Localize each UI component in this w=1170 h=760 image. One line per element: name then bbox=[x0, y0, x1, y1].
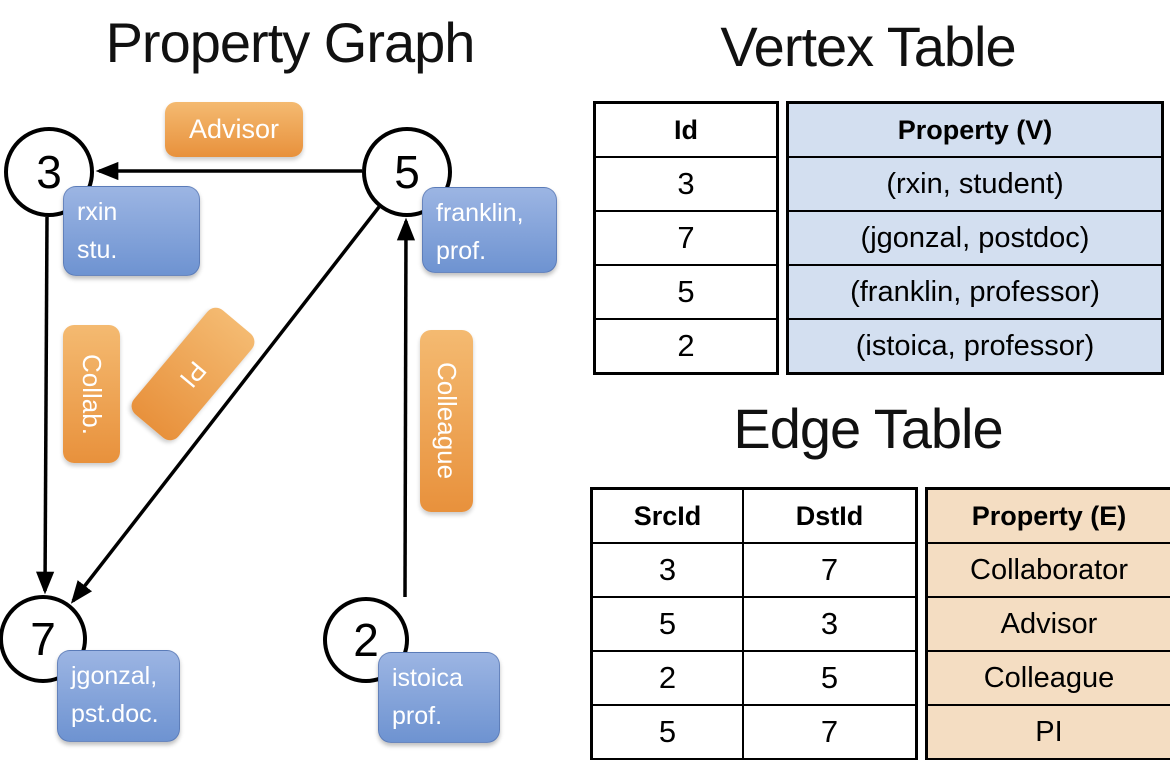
edge-table-title: Edge Table bbox=[733, 397, 1003, 460]
edge-table-id-columns: SrcId 3 5 2 5 DstId 7 3 5 7 bbox=[590, 487, 918, 760]
vertex-table-property-cell: (istoica, professor) bbox=[789, 318, 1161, 372]
vertex-circle-2: 2 bbox=[323, 597, 409, 683]
vertex-property-line: pst.doc. bbox=[71, 699, 159, 728]
edge-table-property-cell: Collaborator bbox=[928, 542, 1170, 596]
edge-table-dstid-header: DstId bbox=[795, 500, 864, 531]
vertex-table-id-cell: 2 bbox=[596, 318, 776, 372]
edge-table-dstid-cell: 7 bbox=[744, 704, 915, 758]
edge-table-srcid-column: SrcId 3 5 2 5 bbox=[593, 490, 742, 758]
edge-table-srcid-cell: 5 bbox=[593, 704, 742, 758]
edge-table-srcid-cell: 3 bbox=[593, 542, 742, 596]
vertex-property-line: istoica bbox=[392, 664, 463, 692]
vertex-table-property-cell: (franklin, professor) bbox=[789, 264, 1161, 318]
vertex-id: 7 bbox=[30, 613, 56, 665]
vertex-property-box-7: jgonzal, pst.doc. bbox=[57, 650, 180, 742]
vertex-property-box-5: franklin, prof. bbox=[422, 187, 557, 273]
vertex-table-id-cell: 7 bbox=[596, 210, 776, 264]
vertex-property-box-3: rxin stu. bbox=[63, 186, 200, 276]
edge-table-srcid-header: SrcId bbox=[633, 500, 702, 531]
property-graph-title: Property Graph bbox=[105, 11, 476, 74]
edge-table-srcid-cell: 5 bbox=[593, 596, 742, 650]
edge-label-collab: Collab. bbox=[63, 325, 120, 463]
vertex-property-line: franklin, bbox=[436, 199, 524, 227]
vertex-circle-5: 5 bbox=[362, 127, 452, 217]
vertex-property-line: prof. bbox=[392, 701, 443, 730]
vertex-property-box-2: istoica prof. bbox=[378, 652, 500, 743]
vertex-id: 5 bbox=[394, 146, 420, 198]
vertex-table-property-header: Property (V) bbox=[789, 104, 1161, 156]
edge-table-property-cell: Colleague bbox=[928, 650, 1170, 704]
edge-table-property-cell: PI bbox=[928, 704, 1170, 758]
edge-table-property-header: Property (E) bbox=[928, 490, 1170, 542]
edge-table-dstid-cell: 5 bbox=[744, 650, 915, 704]
edge-table-dstid-column: DstId 7 3 5 7 bbox=[742, 490, 915, 758]
vertex-property-line: stu. bbox=[77, 235, 118, 264]
vertex-table-property-column: Property (V) (rxin, student) (jgonzal, p… bbox=[786, 101, 1164, 375]
edge-table-dstid-cell: 3 bbox=[744, 596, 915, 650]
edge-table-property-cell: Advisor bbox=[928, 596, 1170, 650]
vertex-table-title: Vertex Table bbox=[720, 15, 1016, 78]
edge-line-pi-5-to-7 bbox=[70, 205, 381, 604]
vertex-table-id-column: Id 3 7 5 2 bbox=[593, 101, 779, 375]
vertex-property-line: rxin bbox=[77, 198, 118, 226]
vertex-table-id-header: Id bbox=[674, 114, 698, 145]
edge-line-collab-3-to-7 bbox=[36, 216, 55, 595]
edge-table-property-column: Property (E) Collaborator Advisor Collea… bbox=[925, 487, 1170, 760]
edge-line-colleague-2-to-5 bbox=[396, 217, 416, 598]
edge-table-dstid-cell: 7 bbox=[744, 542, 915, 596]
edge-label-advisor: Advisor bbox=[165, 102, 303, 157]
vertex-property-line: jgonzal, bbox=[71, 662, 158, 690]
vertex-table-id-cell: 5 bbox=[596, 264, 776, 318]
vertex-id: 2 bbox=[353, 614, 379, 666]
edge-label-colleague: Colleague bbox=[420, 330, 473, 512]
vertex-id: 3 bbox=[36, 146, 62, 198]
edge-table-srcid-cell: 2 bbox=[593, 650, 742, 704]
vertex-property-line: prof. bbox=[436, 236, 487, 265]
vertex-table-property-cell: (rxin, student) bbox=[789, 156, 1161, 210]
vertex-table-property-cell: (jgonzal, postdoc) bbox=[789, 210, 1161, 264]
vertex-table-id-cell: 3 bbox=[596, 156, 776, 210]
